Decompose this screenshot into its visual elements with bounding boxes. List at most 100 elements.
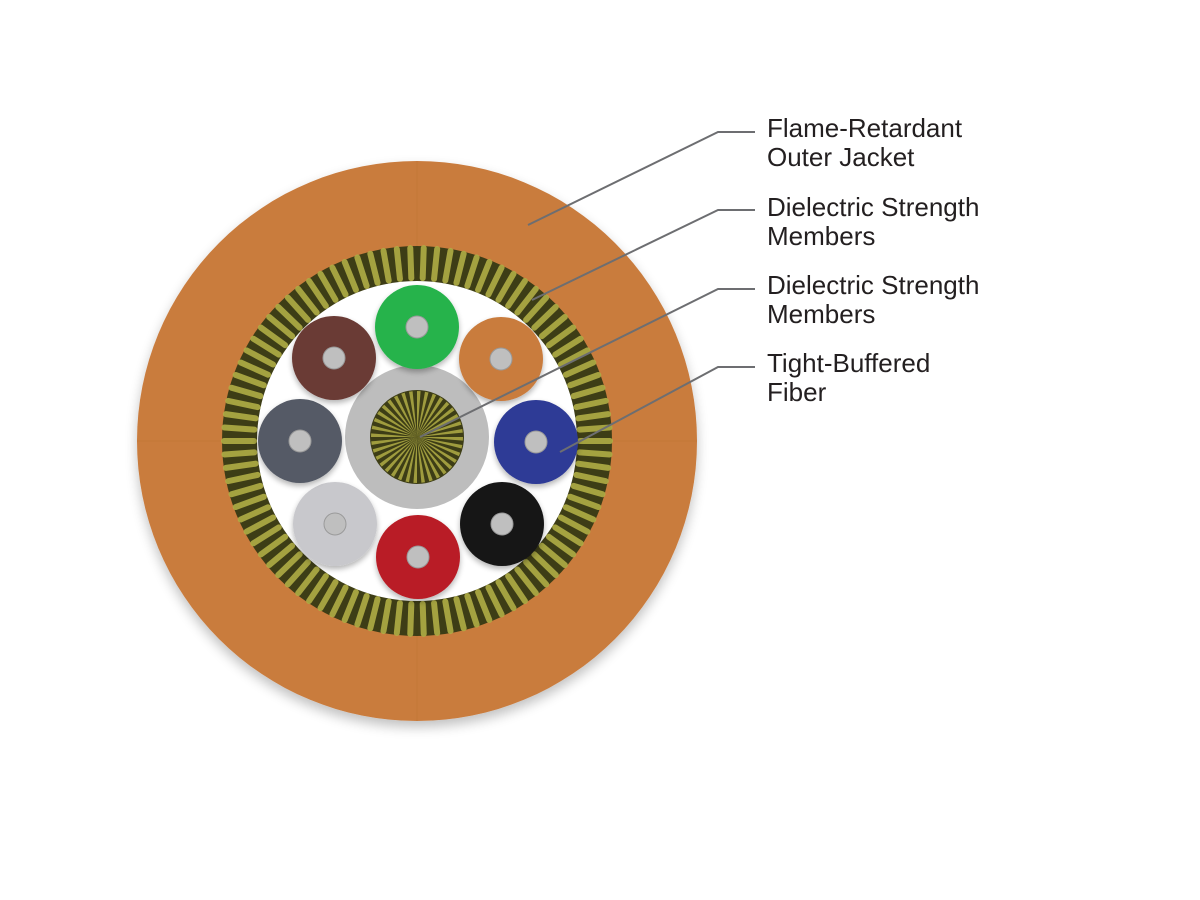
fiber-core bbox=[490, 512, 514, 536]
strength-yarn-strand bbox=[354, 254, 370, 289]
strength-yarn-strand bbox=[419, 245, 427, 282]
central-strength-ray bbox=[417, 437, 433, 482]
central-strength-ray bbox=[417, 437, 457, 464]
label-outer-jacket-line1: Flame-Retardant bbox=[767, 113, 963, 143]
strength-yarn-strand bbox=[341, 589, 359, 623]
strength-yarn-strand bbox=[317, 579, 339, 612]
strength-yarn-strand bbox=[243, 347, 277, 368]
label-tight-buffered-line1: Tight-Buffered bbox=[767, 348, 931, 378]
strength-yarn-strand bbox=[442, 598, 454, 635]
label-tight-buffered-fiber: Tight-Buffered Fiber bbox=[767, 349, 930, 407]
strength-yarn-strand bbox=[485, 584, 505, 618]
strength-yarn-strand bbox=[475, 259, 493, 293]
strength-yarn-strand bbox=[545, 533, 577, 558]
central-strength-ray bbox=[417, 407, 455, 437]
strength-yarn-strand bbox=[393, 246, 403, 282]
strength-yarn-strand bbox=[453, 250, 467, 286]
strength-yarn-strand bbox=[475, 589, 493, 623]
strength-yarn-strand bbox=[552, 335, 584, 358]
central-strength-ray bbox=[375, 437, 417, 460]
strength-yarn-strand bbox=[523, 559, 550, 588]
strength-yarn-strand bbox=[232, 493, 267, 511]
central-strength-ray bbox=[417, 437, 425, 483]
strength-yarn-strand bbox=[485, 264, 505, 298]
central-strength-ray bbox=[384, 437, 417, 473]
strength-yarn-strand bbox=[570, 482, 606, 498]
strength-yarn-strand bbox=[250, 524, 282, 547]
strength-yarn-strand bbox=[243, 514, 277, 535]
strength-yarn-strand bbox=[407, 245, 415, 282]
central-strength-ray bbox=[371, 437, 417, 445]
label-dielectric-outer-line1: Dielectric Strength bbox=[767, 192, 980, 222]
strength-yarn-strand bbox=[221, 424, 258, 433]
strength-yarn-strand bbox=[306, 573, 329, 605]
strength-yarn-strand bbox=[393, 600, 403, 636]
strength-yarn-strand bbox=[275, 551, 303, 579]
strength-yarn-strand bbox=[557, 347, 591, 368]
central-strength-ray bbox=[417, 397, 444, 437]
strength-yarn-strand bbox=[228, 482, 264, 498]
strength-yarn-strand bbox=[538, 313, 568, 340]
strength-yarn-strand bbox=[442, 247, 454, 284]
strength-yarn-strand bbox=[505, 573, 528, 605]
strength-yarn-strand bbox=[266, 542, 296, 569]
central-strength-ray bbox=[377, 410, 417, 437]
strength-yarn-strand bbox=[545, 324, 577, 349]
strength-yarn-strand bbox=[531, 551, 559, 579]
central-strength-ray bbox=[394, 395, 417, 437]
strength-yarn-strand bbox=[573, 397, 609, 411]
central-strength-ray bbox=[417, 437, 463, 449]
central-strength-ray bbox=[413, 437, 417, 483]
strength-yarn-strand bbox=[367, 596, 381, 632]
central-strength-ray bbox=[409, 391, 417, 437]
central-strength-ray bbox=[417, 429, 463, 437]
strength-yarn-strand bbox=[419, 600, 427, 637]
leader-line bbox=[527, 131, 755, 226]
central-strength-member-rays bbox=[371, 391, 463, 483]
strength-yarn-strand bbox=[266, 313, 296, 340]
central-strength-ray bbox=[417, 437, 447, 475]
strength-yarn-strand bbox=[576, 449, 613, 458]
strength-yarn-strand bbox=[380, 598, 392, 635]
strength-yarn-strand bbox=[295, 285, 320, 316]
central-strength-ray bbox=[371, 433, 417, 437]
label-dielectric-center-line1: Dielectric Strength bbox=[767, 270, 980, 300]
strength-yarn-strand bbox=[453, 596, 467, 632]
central-strength-ray bbox=[387, 399, 417, 437]
outer-strength-member-strands bbox=[221, 245, 613, 637]
strength-yarn-strand bbox=[225, 397, 261, 411]
leader-line bbox=[559, 366, 755, 453]
strength-yarn-strand bbox=[531, 303, 559, 331]
strength-yarn-strand bbox=[562, 504, 597, 523]
strength-yarn-strand bbox=[222, 460, 259, 471]
label-dielectric-strength-members-center: Dielectric Strength Members bbox=[767, 271, 979, 329]
leader-line bbox=[531, 209, 755, 301]
strength-yarn-strand bbox=[232, 371, 267, 389]
strength-yarn-strand bbox=[557, 514, 591, 535]
strength-yarn-strand bbox=[341, 259, 359, 293]
central-strength-ray bbox=[417, 414, 459, 437]
strength-yarn-strand bbox=[306, 277, 329, 309]
strength-yarn-strand bbox=[284, 294, 311, 323]
central-strength-ray bbox=[397, 437, 417, 481]
strength-yarn-strand bbox=[505, 277, 528, 309]
strength-yarn-strand bbox=[464, 254, 480, 289]
strength-yarn-strand bbox=[222, 411, 259, 422]
strength-yarn-strand bbox=[317, 270, 339, 303]
label-dielectric-strength-members-outer: Dielectric Strength Members bbox=[767, 193, 979, 251]
central-strength-ray bbox=[371, 425, 417, 437]
central-strength-ray bbox=[417, 401, 450, 437]
strength-yarn-strand bbox=[575, 460, 612, 471]
central-strength-ray bbox=[417, 437, 453, 470]
strength-yarn-strand bbox=[514, 566, 539, 597]
label-dielectric-outer-line2: Members bbox=[767, 221, 876, 251]
strength-yarn-strand bbox=[523, 294, 550, 323]
central-strength-ray bbox=[381, 404, 417, 437]
fiber-core bbox=[405, 315, 429, 339]
fiber-core bbox=[406, 545, 430, 569]
fiber-core bbox=[322, 346, 346, 370]
strength-yarn-strand bbox=[250, 335, 282, 358]
fiber-core bbox=[323, 512, 347, 536]
strength-yarn-strand bbox=[575, 411, 612, 422]
